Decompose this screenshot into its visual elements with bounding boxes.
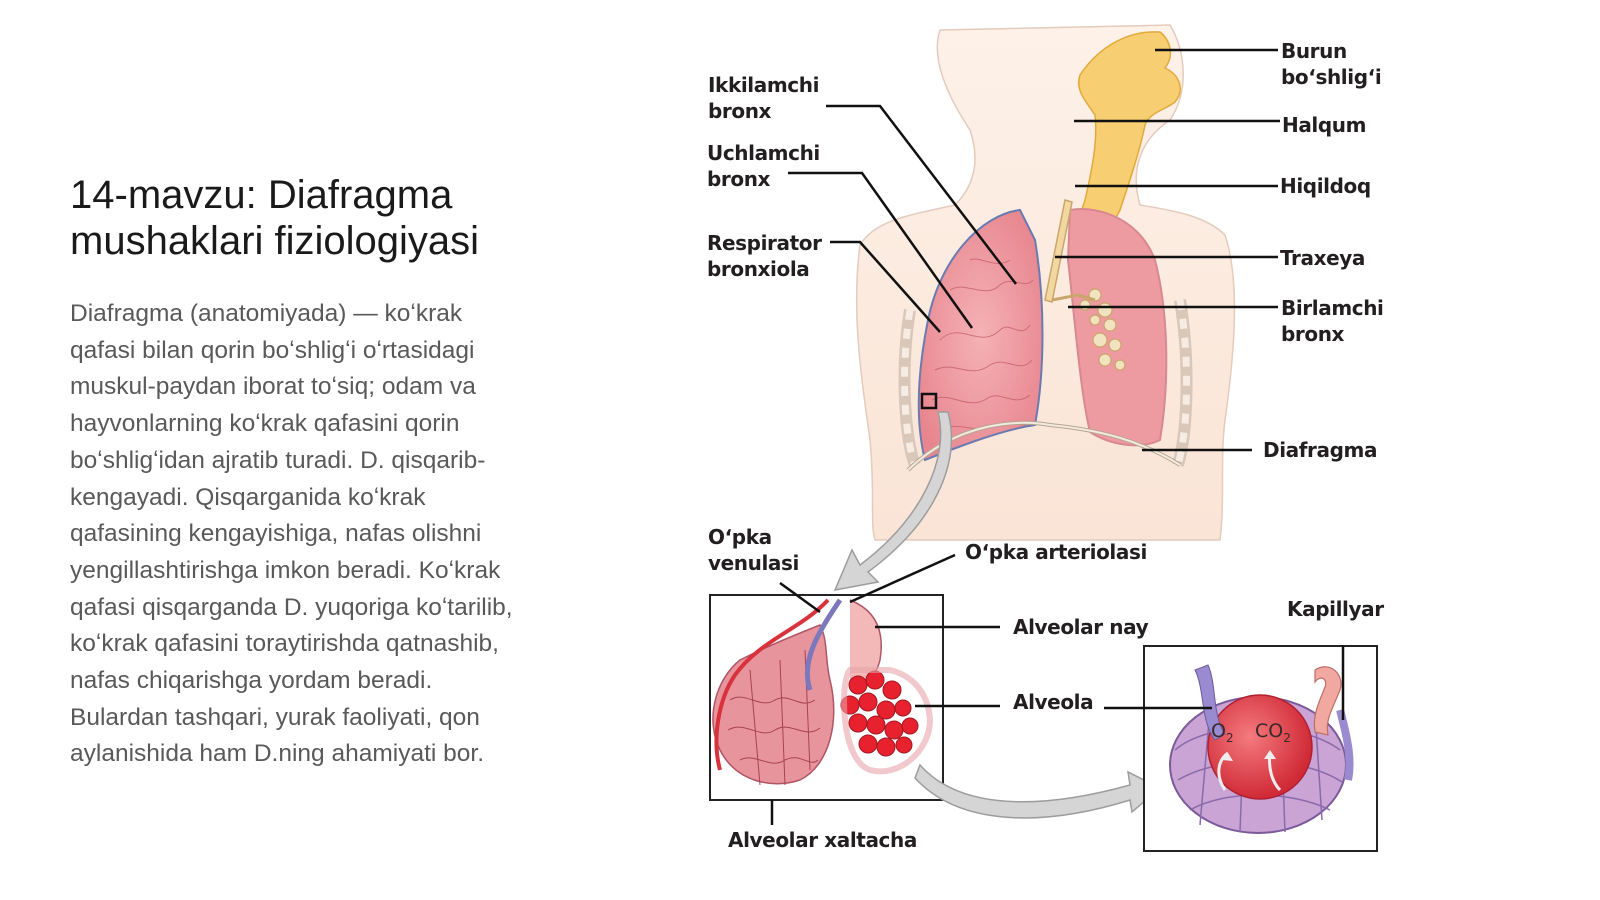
anatomy-illustration — [709, 24, 1378, 852]
alveolus-detail — [1207, 694, 1313, 800]
label-diaphragm: Diafragma — [1263, 438, 1378, 462]
oxygen-symbol: O — [1211, 720, 1226, 742]
label-pharynx: Halqum — [1282, 113, 1367, 137]
label-trachea: Traxeya — [1280, 246, 1366, 270]
label-primary-bronchus-line-2: bronx — [1281, 322, 1345, 346]
label-pulmonary-venule-line-1: Oʻpka — [708, 525, 772, 549]
label-alveolar-sac: Alveolar xaltacha — [728, 828, 917, 852]
slide-body-text: Diafragma (anatomiyada) — koʻkrak qafasi… — [70, 300, 513, 768]
label-capillary: Kapillyar — [1287, 597, 1384, 621]
left-lung-shape — [917, 208, 1044, 462]
label-nasal-cavity-line-1: Burun — [1281, 39, 1347, 63]
carbon-dioxide-subscript: 2 — [1283, 730, 1291, 745]
oxygen-label: O2 — [1211, 720, 1234, 745]
oxygen-subscript: 2 — [1225, 730, 1234, 745]
carbon-dioxide-symbol: CO — [1255, 720, 1284, 742]
label-pulmonary-venule-line-2: venulasi — [708, 551, 799, 575]
alveoli-cluster — [840, 670, 919, 757]
pulmonary-arteriole-shape — [804, 598, 843, 691]
label-secondary-bronchus-line-2: bronx — [708, 99, 772, 123]
zoom-arrow-down — [833, 411, 953, 591]
label-alveolus: Alveola — [1013, 690, 1094, 714]
label-larynx: Hiqildoq — [1280, 174, 1371, 198]
label-tertiary-bronchus-line-2: bronx — [707, 167, 771, 191]
label-respiratory-bronchiole-line-2: bronxiola — [707, 257, 810, 281]
label-secondary-bronchus-line-1: Ikkilamchi — [708, 73, 820, 97]
slide-title-line-1: 14-mavzu: Diafragma — [70, 173, 453, 217]
right-lung-shape — [1066, 208, 1168, 447]
zoom-arrow-right — [914, 763, 1162, 819]
label-alveolar-duct: Alveolar nay — [1013, 615, 1149, 639]
label-tertiary-bronchus-line-1: Uchlamchi — [707, 141, 820, 165]
slide-title: 14-mavzu: Diafragma mushaklari fiziologi… — [70, 172, 590, 264]
label-primary-bronchus-line-1: Birlamchi — [1281, 296, 1384, 320]
leader-lines — [770, 48, 1345, 825]
nasal-cavity-shape — [1075, 31, 1181, 262]
slide-title-line-2: mushaklari fiziologiyasi — [70, 219, 480, 263]
pulmonary-venule-shape — [714, 598, 830, 771]
label-pulmonary-arteriole: Oʻpka arteriolasi — [965, 540, 1147, 564]
label-nasal-cavity-line-2: boʻshligʻi — [1281, 65, 1382, 89]
label-respiratory-bronchiole-line-1: Respirator — [707, 231, 822, 255]
trachea-shape — [1044, 199, 1073, 303]
carbon-dioxide-label: CO2 — [1255, 720, 1291, 745]
zoom-marker — [920, 392, 938, 410]
